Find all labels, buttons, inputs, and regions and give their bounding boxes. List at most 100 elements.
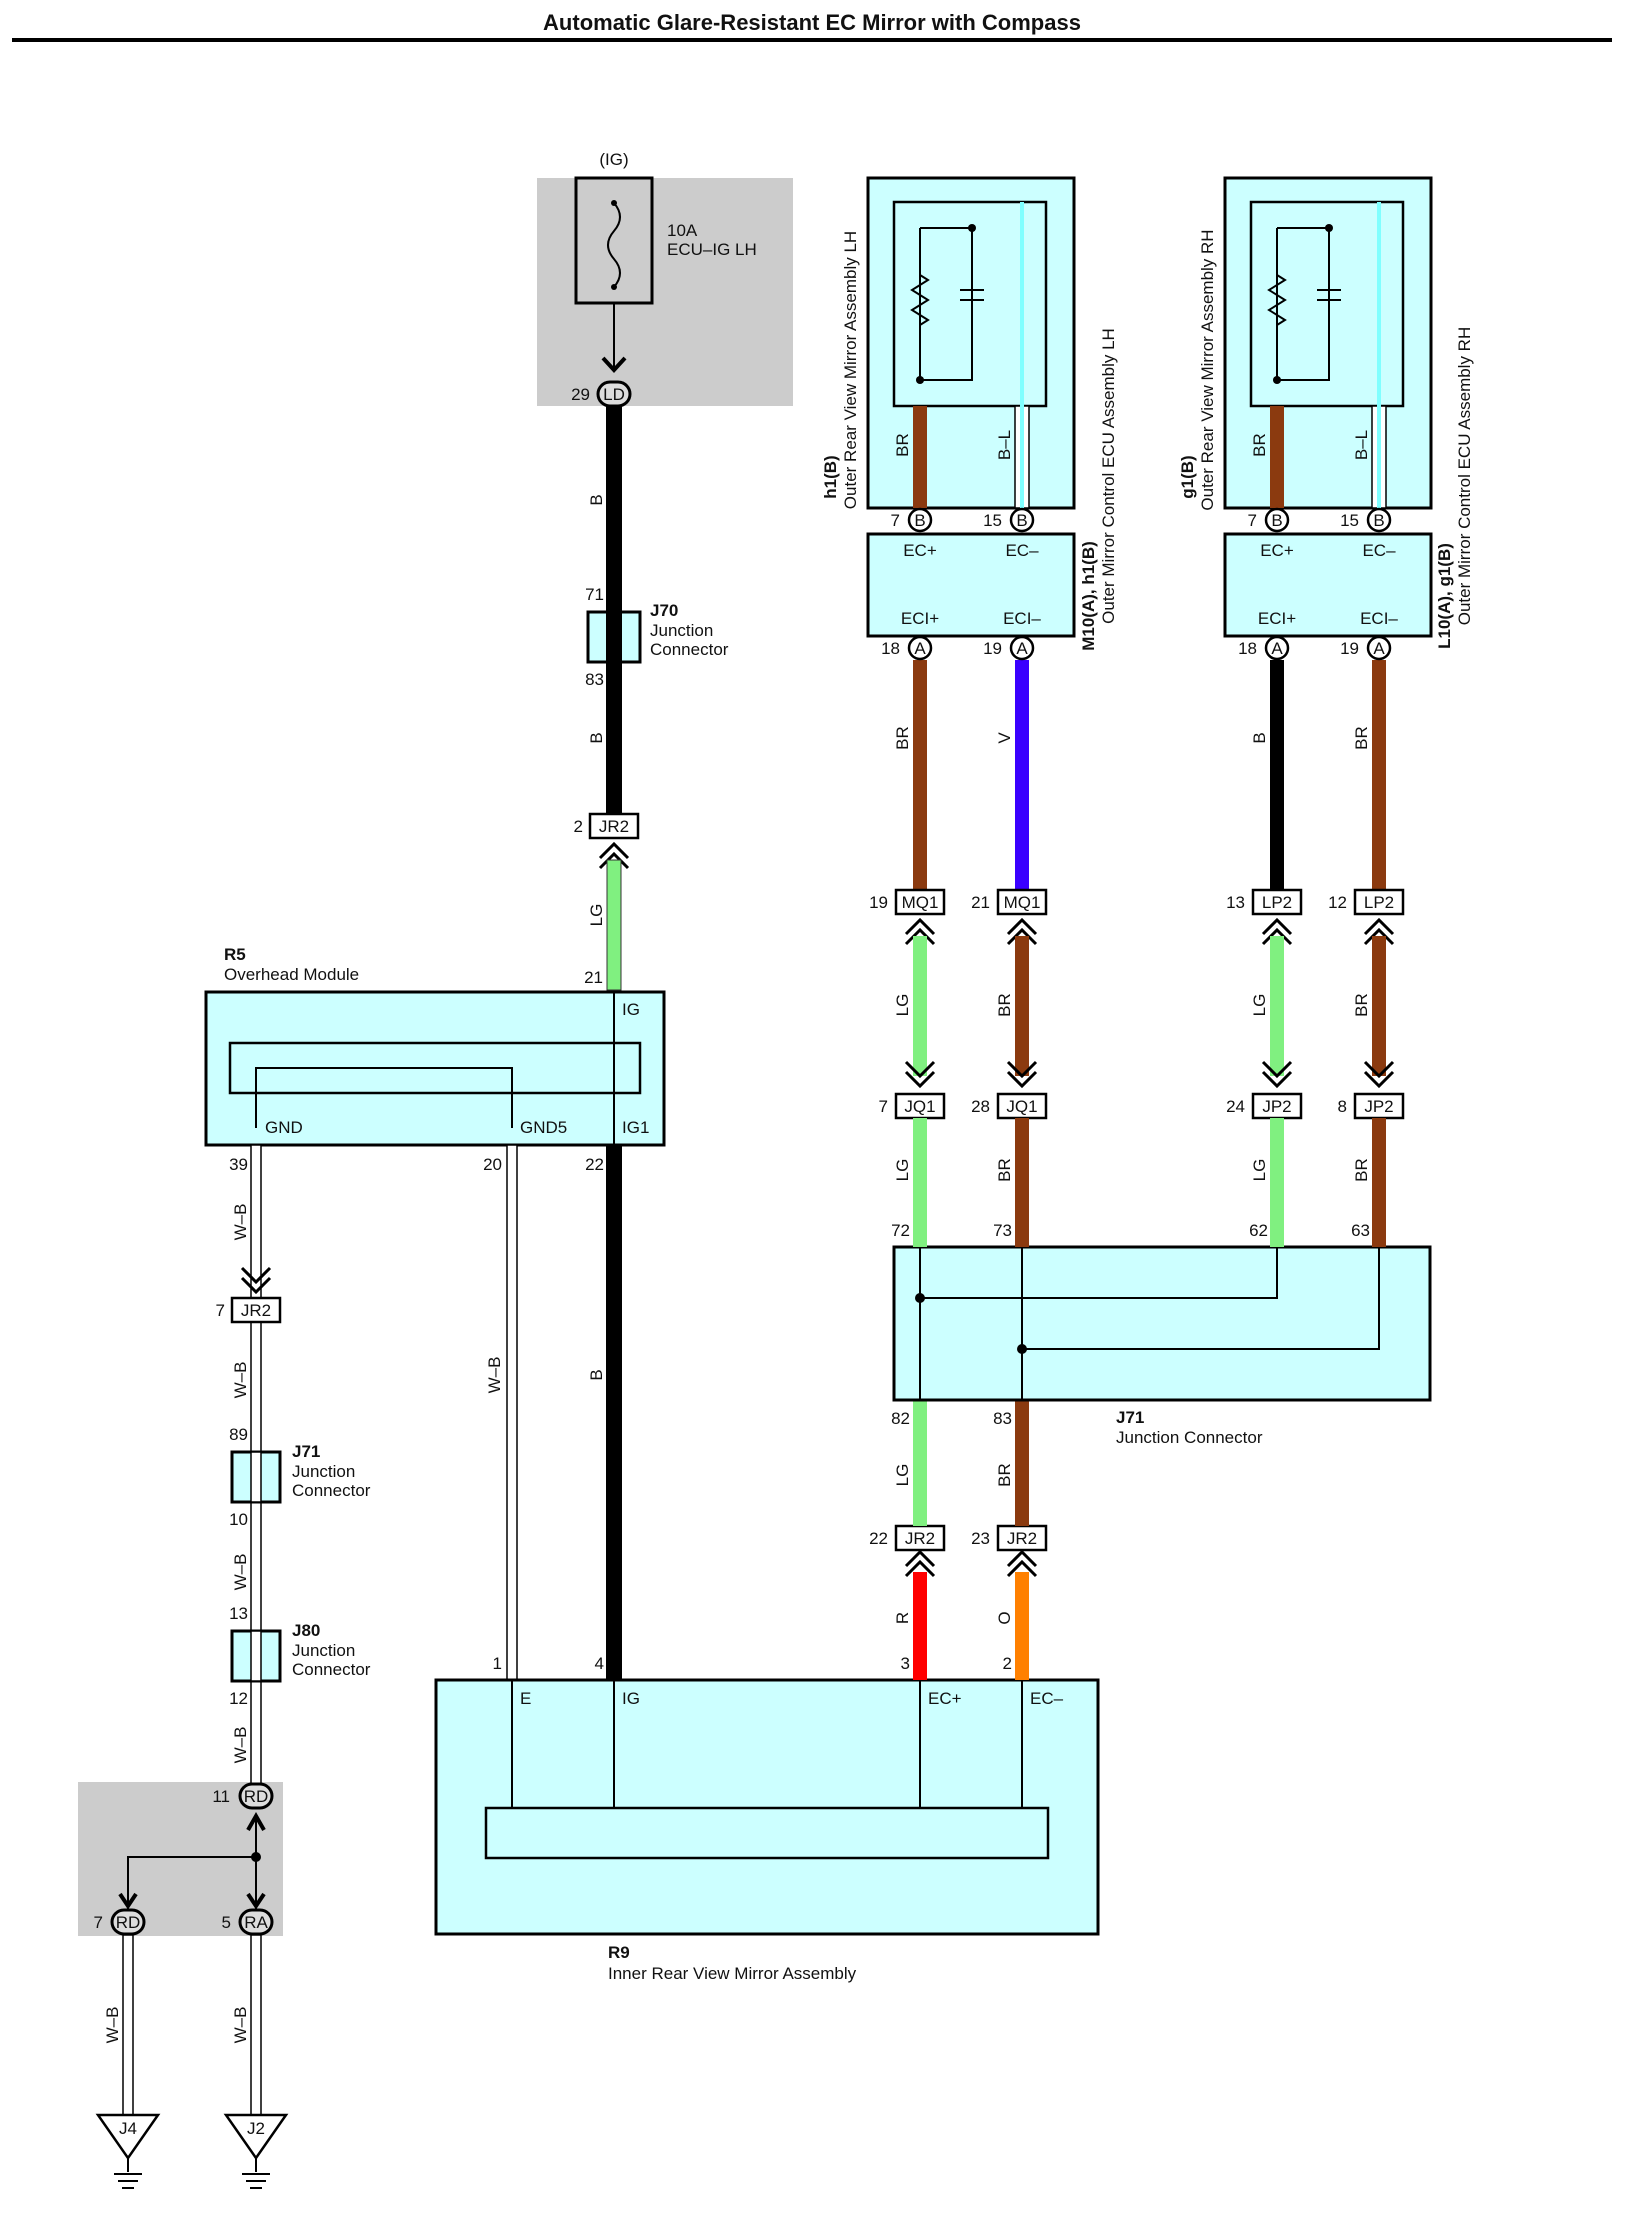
wire-label-wb5: W–B — [103, 2007, 122, 2044]
lh-mirror-id: h1(B) — [821, 455, 840, 498]
rh-ecu-ecim: ECI– — [1360, 609, 1398, 628]
wire-br-rh-mirror — [1270, 406, 1284, 508]
wire-label-lg-rh1: LG — [1250, 994, 1269, 1017]
wire-label-wb4: W–B — [231, 1727, 250, 1764]
wire-wb-gnd-j2 — [250, 1934, 262, 2116]
mq1-a — [894, 888, 946, 916]
jr2-left-label: JR2 — [241, 1301, 271, 1320]
lh-ecu-ecp: EC+ — [903, 541, 937, 560]
ra-connector — [238, 1908, 274, 1936]
wire-br-lh-mirror — [913, 406, 927, 508]
wire-label-br-rh1: BR — [1352, 993, 1371, 1017]
rd-connector — [238, 1782, 274, 1810]
j71r-pin-63: 63 — [1351, 1221, 1370, 1240]
wire-lg-mq1-jq1 — [913, 936, 927, 1076]
rh-conn-a1: A — [1271, 639, 1283, 658]
j71-right-box — [892, 1245, 1432, 1402]
lh-ecu-ecim: ECI– — [1003, 609, 1041, 628]
wire-label-lg-ig: LG — [587, 904, 606, 927]
j71-right-name: Junction Connector — [1116, 1428, 1263, 1447]
jr2-top-connector — [588, 812, 640, 840]
rh-ecu-ecp: EC+ — [1260, 541, 1294, 560]
rh-pin-ecip: 18 — [1238, 639, 1257, 658]
wire-label-o: O — [995, 1611, 1014, 1624]
j70-name1: Junction — [650, 621, 713, 640]
lp2-b — [1353, 888, 1405, 916]
lh-ecu-box — [866, 532, 1076, 638]
mq1-a-pin: 19 — [869, 893, 888, 912]
lh-ecu-ecip: ECI+ — [901, 609, 939, 628]
jr2-bottom-a — [894, 1524, 946, 1552]
rd-ground-pin: 7 — [94, 1913, 103, 1932]
wire-br-jp2-j71 — [1372, 1118, 1386, 1247]
jp2-b-label: JP2 — [1364, 1097, 1393, 1116]
wire-label-b3: B — [587, 1369, 606, 1380]
j71r-pin-72: 72 — [891, 1221, 910, 1240]
wire-label-br-rh2: BR — [1352, 1158, 1371, 1182]
lp2-a-label: LP2 — [1262, 893, 1292, 912]
rh-ecu-id: L10(A), g1(B) — [1435, 543, 1454, 649]
r9-pin-e: 1 — [493, 1654, 502, 1673]
wire-label-lg-lh1: LG — [893, 994, 912, 1017]
rh-ecu-ecip: ECI+ — [1258, 609, 1296, 628]
wire-lg-jp2-j71 — [1270, 1118, 1284, 1247]
mq1-a-label: MQ1 — [902, 893, 939, 912]
j71-left-id: J71 — [292, 1442, 320, 1461]
wire-label-br-lh: BR — [893, 726, 912, 750]
wire-lg-82 — [913, 1400, 927, 1526]
lh-ecu-ecm: EC– — [1005, 541, 1039, 560]
j71r-pin-73: 73 — [993, 1221, 1012, 1240]
r9-id: R9 — [608, 1943, 630, 1962]
rh-ecu-box — [1223, 532, 1433, 638]
wire-label-br-lh2: BR — [995, 1158, 1014, 1182]
rh-ecu-name: Outer Mirror Control ECU Assembly RH — [1455, 327, 1474, 626]
wire-label-lg-lh2: LG — [893, 1159, 912, 1182]
wire-label-wb2: W–B — [231, 1362, 250, 1399]
r5-name: Overhead Module — [224, 965, 359, 984]
wire-label-wb1: W–B — [231, 1204, 250, 1241]
lh-mirror-name: Outer Rear View Mirror Assembly LH — [841, 231, 860, 509]
ra-connector-label: RA — [244, 1913, 268, 1932]
j80-id: J80 — [292, 1621, 320, 1640]
r5-pin-ig: 21 — [584, 968, 603, 987]
jr2-top-label: JR2 — [599, 817, 629, 836]
lh-conn-a2: A — [1016, 639, 1028, 658]
ground-j2-label: J2 — [247, 2119, 265, 2138]
wire-v-lh-ecim — [1015, 660, 1029, 900]
jp2-a-label: JP2 — [1262, 1097, 1291, 1116]
lh-ecu-id: M10(A), h1(B) — [1079, 541, 1098, 651]
jp2-b-pin: 8 — [1338, 1097, 1347, 1116]
wire-lg-jq1-j71 — [913, 1118, 927, 1247]
rd-ground-label: RD — [116, 1913, 141, 1932]
jp2-b — [1353, 1092, 1405, 1120]
lp2-a-pin: 13 — [1226, 893, 1245, 912]
j80-name2: Connector — [292, 1660, 371, 1679]
j70-name2: Connector — [650, 640, 729, 659]
wire-label-wb-gnd5: W–B — [485, 1357, 504, 1394]
jr2-bottom-b-pin: 23 — [971, 1529, 990, 1548]
fuse-name: ECU–IG LH — [667, 240, 757, 259]
wire-wb-gnd5 — [506, 1144, 518, 1681]
wire-br-83 — [1015, 1400, 1029, 1526]
j71r-pin-82: 82 — [891, 1409, 910, 1428]
mq1-b-pin: 21 — [971, 893, 990, 912]
jr2-bottom-b-label: JR2 — [1007, 1529, 1037, 1548]
lh-conn-b1: B — [914, 511, 925, 530]
r5-ig1: IG1 — [622, 1118, 649, 1137]
wire-lg-ig — [606, 859, 622, 991]
ld-connector-label: LD — [603, 385, 625, 404]
jr2-top-pin: 2 — [574, 817, 583, 836]
lh-pin-ecp: 7 — [891, 511, 900, 530]
lh-ecu-name: Outer Mirror Control ECU Assembly LH — [1099, 328, 1118, 624]
fuse-supply: (IG) — [599, 150, 628, 169]
rh-pin-ecp: 7 — [1248, 511, 1257, 530]
wire-label-lg-82: LG — [893, 1464, 912, 1487]
r9-ig: IG — [622, 1689, 640, 1708]
rh-conn-b2: B — [1373, 511, 1384, 530]
fuse-symbol — [607, 202, 621, 288]
wire-label-br-83: BR — [995, 1463, 1014, 1487]
r5-pin-ig1: 22 — [585, 1155, 604, 1174]
lh-pin-ecip: 18 — [881, 639, 900, 658]
rh-conn-b1: B — [1271, 511, 1282, 530]
ld-connector — [596, 380, 632, 408]
